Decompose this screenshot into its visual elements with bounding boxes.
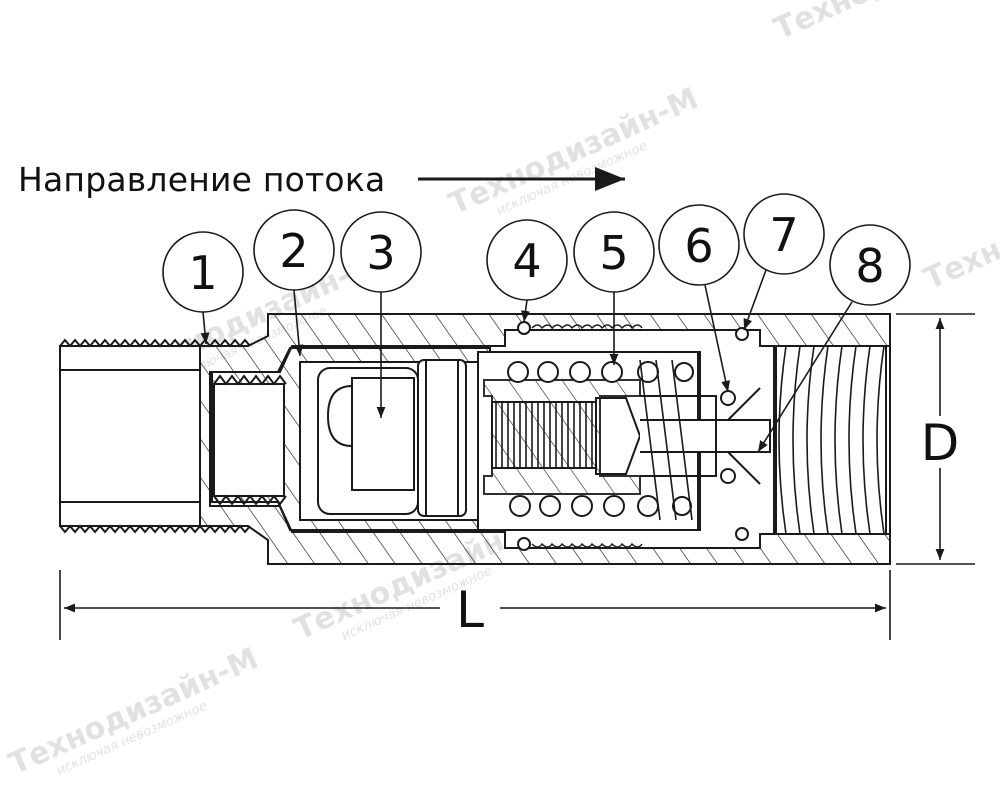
callout-label-1: 1 xyxy=(188,246,217,300)
valve-body xyxy=(59,313,891,565)
callout-label-5: 5 xyxy=(599,226,628,280)
watermark-brand: Технодизайн-М xyxy=(769,0,1000,47)
leader-lines xyxy=(200,269,853,453)
callout-label-7: 7 xyxy=(769,208,798,262)
callout-label-2: 2 xyxy=(279,224,308,278)
dimension-d-label: D xyxy=(921,414,960,472)
callout-circle-7 xyxy=(743,193,825,275)
flow-direction-label: Направление потока xyxy=(18,160,386,199)
watermark-brand: Технодизайн-М xyxy=(919,156,1000,297)
watermark-brand: Технодизайн-М xyxy=(444,81,704,222)
callout-label-3: 3 xyxy=(366,226,395,280)
dimension-l-label: L xyxy=(456,581,484,639)
callout-label-4: 4 xyxy=(512,234,541,288)
callout-circle-8 xyxy=(829,224,911,306)
watermark-brand: Технодизайн-М xyxy=(4,641,264,782)
callout-label-8: 8 xyxy=(855,239,884,293)
callout-circle-6 xyxy=(658,204,740,286)
callout-label-6: 6 xyxy=(684,219,713,273)
callout-labels: 1 2 3 4 5 6 7 8 xyxy=(188,208,884,300)
